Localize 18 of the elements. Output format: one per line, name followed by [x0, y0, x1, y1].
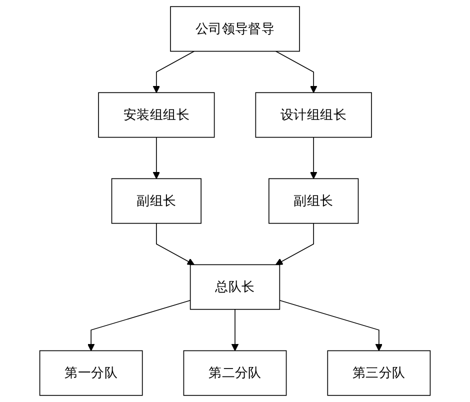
arrow [231, 308, 239, 352]
node-box: 设计组组长 [255, 92, 372, 138]
node-box: 第三分队 [327, 350, 431, 396]
node-box: 第二分队 [183, 350, 287, 396]
arrow [310, 136, 318, 179]
node-box: 总队长 [190, 264, 280, 310]
arrow [279, 300, 383, 352]
node-box: 第一分队 [39, 350, 143, 396]
node-box: 副组长 [111, 178, 202, 224]
node-box: 公司领导督导 [170, 6, 300, 52]
arrow [152, 50, 195, 93]
node-box: 安装组组长 [98, 92, 215, 138]
arrow [275, 50, 318, 93]
arrow [87, 300, 191, 352]
arrow [152, 136, 160, 179]
arrow [275, 222, 314, 266]
node-box: 副组长 [268, 178, 359, 224]
arrow [156, 222, 195, 266]
